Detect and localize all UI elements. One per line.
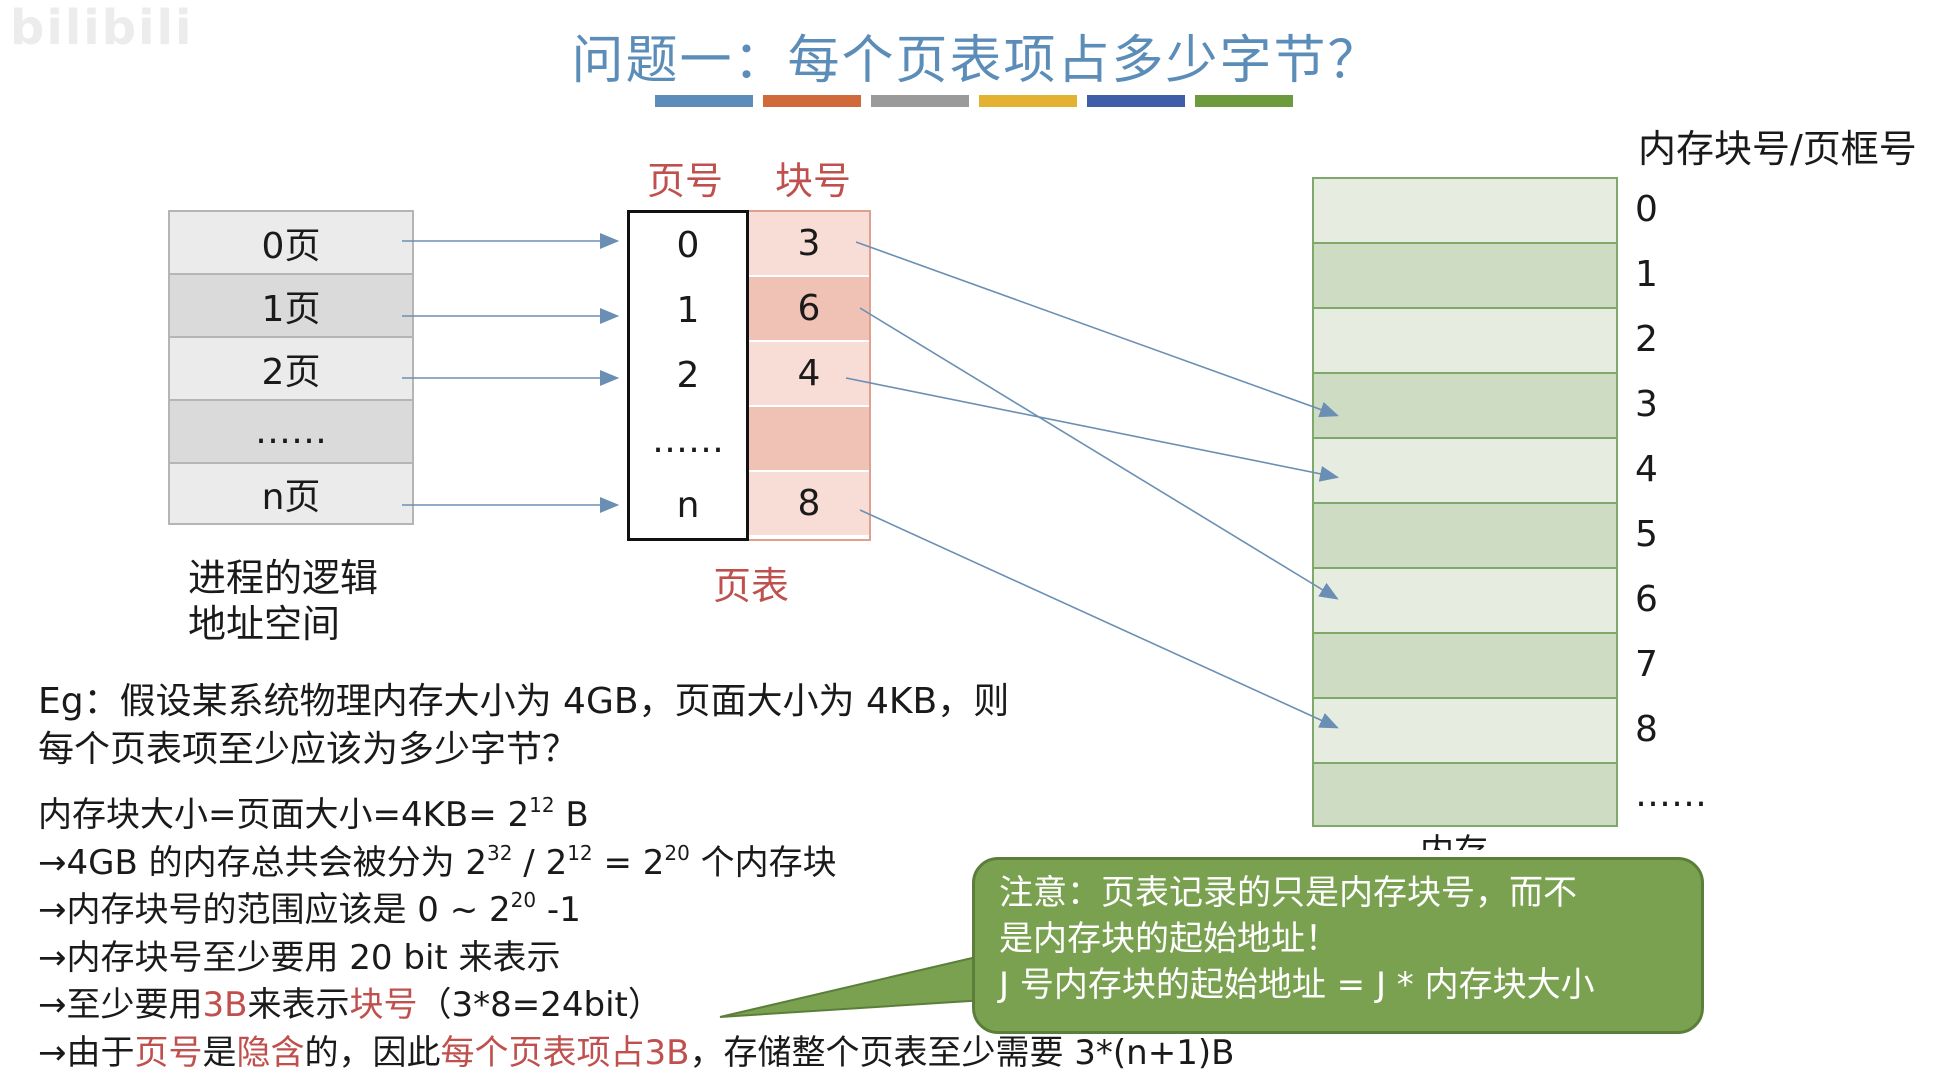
color-bar-segment <box>655 95 753 107</box>
color-bar-segment <box>1087 95 1185 107</box>
memory-block <box>1312 762 1618 827</box>
color-bar-strip <box>655 95 1293 107</box>
block-4-arrow <box>845 377 1340 482</box>
note-callout: 注意：页表记录的只是内存块号，而不 是内存块的起始地址！ J 号内存块的起始地址… <box>972 857 1704 1034</box>
memory-caption: 内存 <box>1420 828 1488 850</box>
block-number-cell: 3 <box>749 212 869 277</box>
color-bar-segment <box>979 95 1077 107</box>
memory-block-number: 8 <box>1635 709 1658 750</box>
logical-caption-line: 地址空间 <box>188 602 341 646</box>
color-bar-segment <box>871 95 969 107</box>
memory-block-number: 1 <box>1635 254 1658 295</box>
memory-block <box>1312 372 1618 437</box>
calculation-steps: 内存块大小=页面大小=4KB= 212 B →4GB 的内存总共会被分为 232… <box>38 792 1234 1077</box>
calc-line: 内存块大小=页面大小=4KB= 212 B <box>38 793 589 835</box>
memory-block-number: 2 <box>1635 319 1658 360</box>
slide-title: 问题一：每个页表项占多少字节？ <box>571 31 1382 91</box>
logical-page-row: 1页 <box>168 273 414 336</box>
memory-block-number: 7 <box>1635 644 1658 685</box>
block-number-cell: 8 <box>749 472 869 537</box>
callout-line: 注意：页表记录的只是内存块号，而不 <box>999 873 1577 913</box>
memory-block-number: 5 <box>1635 514 1658 555</box>
memory-block-number: 0 <box>1635 189 1658 230</box>
memory-block-numbers: 0 1 2 3 4 5 6 7 8 …… <box>1635 177 1715 827</box>
memory-block <box>1312 697 1618 762</box>
memory-block <box>1312 307 1618 372</box>
callout-line: 是内存块的起始地址！ <box>999 919 1339 959</box>
memory-block <box>1312 567 1618 632</box>
block-number-column: 3 6 4 8 <box>749 210 871 541</box>
memory-block-number: 6 <box>1635 579 1658 620</box>
page-number-cell: …… <box>652 420 724 461</box>
block-number-cell: 6 <box>749 277 869 342</box>
logical-caption-line: 进程的逻辑 <box>188 556 379 600</box>
block-number-cell: 4 <box>749 342 869 407</box>
calc-line: →4GB 的内存总共会被分为 232 / 212 = 220 个内存块 <box>38 840 837 883</box>
block-number-cell <box>749 407 869 472</box>
calc-line: →内存块号的范围应该是 0 ~ 220 -1 <box>38 888 581 930</box>
logical-page-row: …… <box>168 399 414 462</box>
page-table-caption: 页表 <box>713 564 790 608</box>
page-number-column: 0 1 2 …… n <box>627 210 749 541</box>
callout-line: J 号内存块的起始地址 = J * 内存块大小 <box>999 965 1595 1005</box>
page-number-header: 页号 <box>647 159 724 203</box>
color-bar-segment <box>763 95 861 107</box>
memory-block <box>1312 242 1618 307</box>
logical-page-row: 2页 <box>168 336 414 399</box>
memory-block <box>1312 632 1618 697</box>
memory-block-number: 3 <box>1635 384 1658 425</box>
memory-block <box>1312 437 1618 502</box>
block-6-arrow <box>859 307 1339 600</box>
color-bar-segment <box>1195 95 1293 107</box>
block-number-header: 块号 <box>775 159 852 203</box>
question-line: Eg：假设某系统物理内存大小为 4GB，页面大小为 4KB，则 <box>38 681 1010 722</box>
logical-page-row: n页 <box>168 462 414 525</box>
example-question: Eg：假设某系统物理内存大小为 4GB，页面大小为 4KB，则 每个页表项至少应… <box>38 678 1009 774</box>
memory-blocks <box>1312 177 1618 827</box>
memory-block-number: 4 <box>1635 449 1658 490</box>
memory-block-number: …… <box>1635 774 1707 815</box>
block-3-arrow <box>855 241 1340 418</box>
block-8-arrow <box>859 509 1339 729</box>
calc-line: →至少要用3B来表示块号（3*8=24bit） <box>38 985 662 1025</box>
watermark-logo: bilibili <box>10 0 194 56</box>
calc-line: →内存块号至少要用 20 bit 来表示 <box>38 937 561 978</box>
page-table: 0 1 2 …… n 3 6 4 8 <box>627 210 871 541</box>
question-line: 每个页表项至少应该为多少字节？ <box>38 729 579 770</box>
logical-page-row: 0页 <box>168 210 414 273</box>
memory-block <box>1312 177 1618 242</box>
page-number-cell: 0 <box>676 225 700 266</box>
memory-block-header: 内存块号/页框号 <box>1638 127 1917 171</box>
logical-space-caption: 进程的逻辑 地址空间 <box>188 555 378 647</box>
memory-block <box>1312 502 1618 567</box>
page-number-cell: 2 <box>676 355 700 396</box>
calc-line: →由于页号是隐含的，因此每个页表项占3B，存储整个页表至少需要 3*(n+1)B <box>38 1032 1235 1073</box>
logical-address-space: 0页 1页 2页 …… n页 <box>168 210 414 525</box>
page-number-cell: 1 <box>676 290 700 331</box>
page-number-cell: n <box>676 485 700 526</box>
